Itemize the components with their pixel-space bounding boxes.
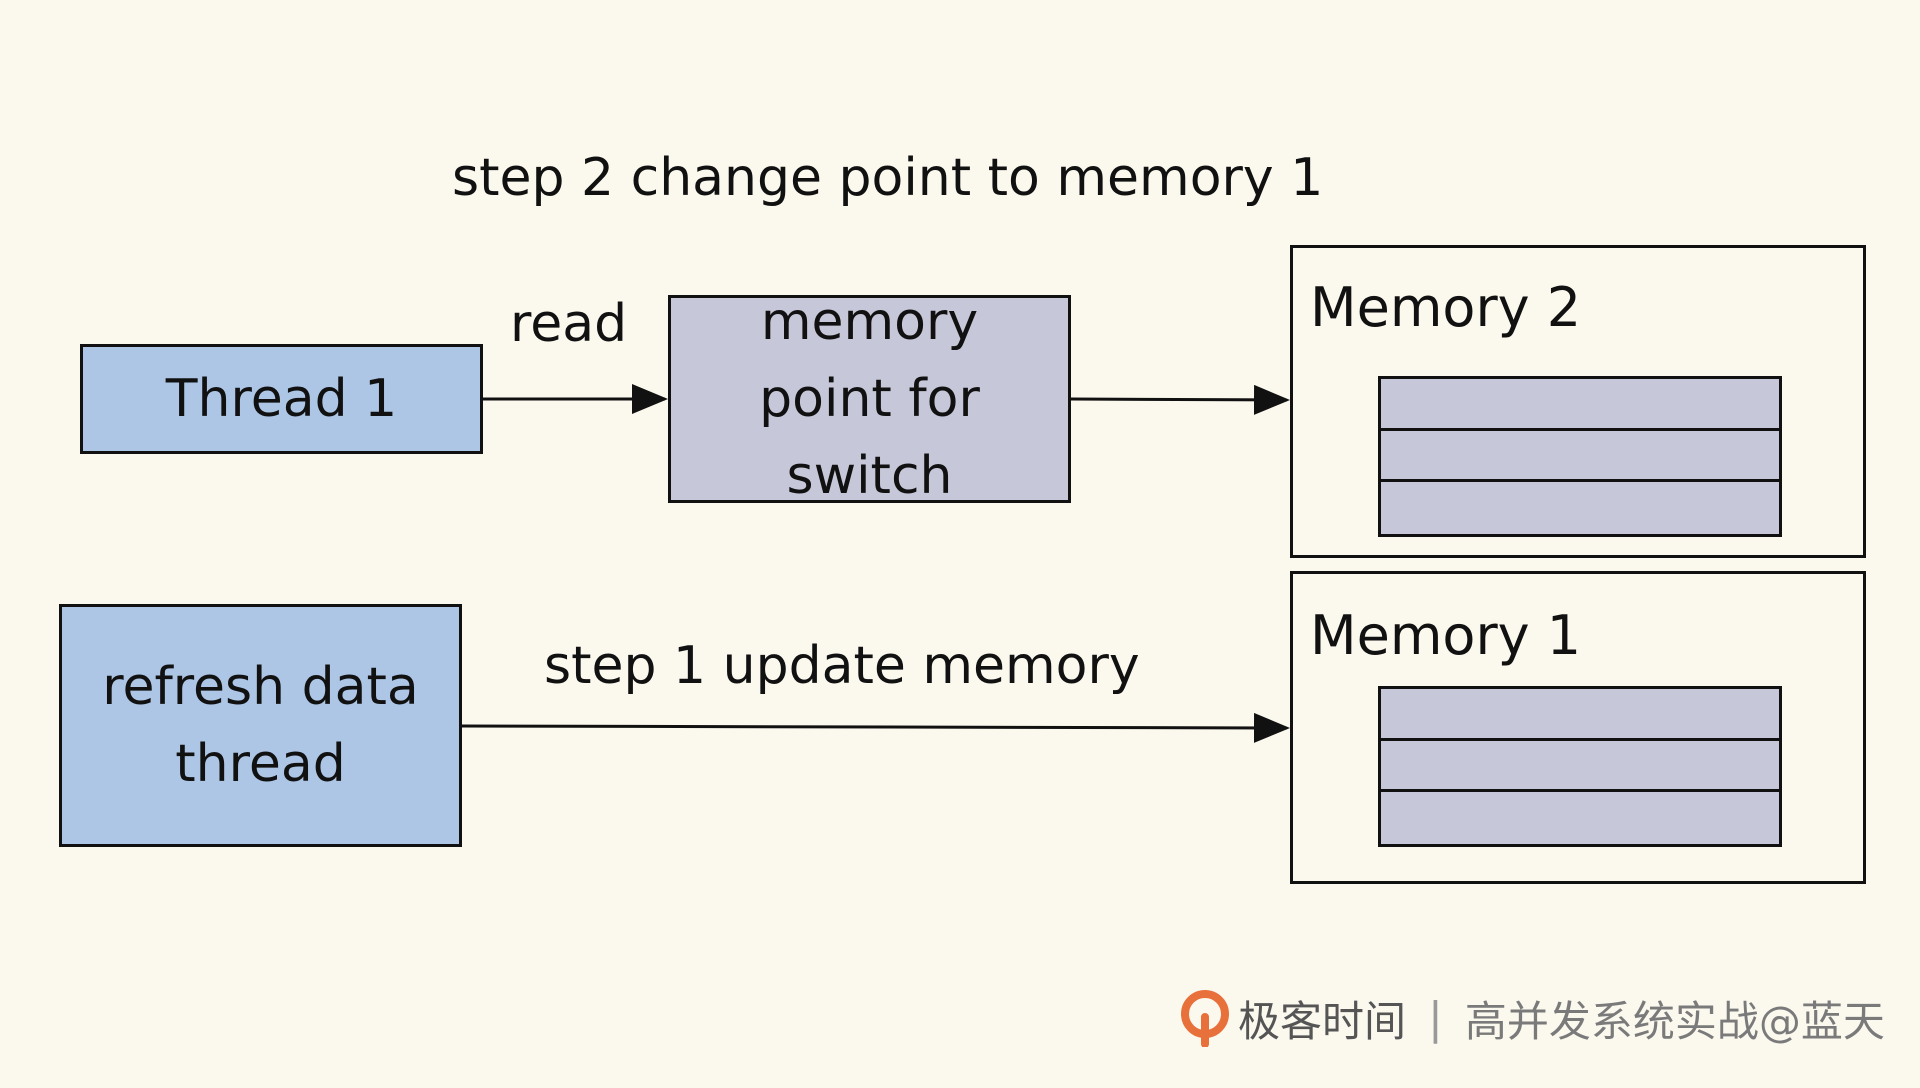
arrow-pointer-to-memory2	[1070, 384, 1290, 415]
memory1-title: Memory 1	[1310, 604, 1582, 667]
refresh-label-line1: refresh data	[102, 656, 419, 717]
memory1-row	[1381, 741, 1779, 793]
refresh-label-line2: thread	[175, 733, 346, 794]
watermark-course: 高并发系统实战@蓝天	[1464, 996, 1885, 1046]
arrow-refresh-to-memory1	[461, 712, 1290, 743]
memory2-row	[1381, 482, 1779, 534]
step1-label: step 1 update memory	[544, 636, 1140, 696]
memory2-row	[1381, 431, 1779, 483]
memory1-container: Memory 1	[1290, 571, 1866, 884]
geektime-logo-icon	[1181, 990, 1229, 1047]
thread1-label: Thread 1	[165, 369, 398, 429]
memory2-container: Memory 2	[1290, 245, 1866, 558]
memory2-row	[1381, 379, 1779, 431]
watermark: 极客时间 | 高并发系统实战@蓝天	[1180, 988, 1885, 1048]
memory-pointer-box: memory point for switch	[668, 292, 1071, 506]
pointer-label-line1: memory	[760, 291, 979, 352]
memory1-row	[1381, 792, 1779, 844]
watermark-brand: 极客时间	[1238, 996, 1407, 1046]
thread1-box: Thread 1	[80, 344, 483, 454]
memory1-table	[1378, 686, 1782, 847]
pointer-label-line2: point for	[759, 368, 980, 429]
watermark-separator: |	[1428, 992, 1443, 1044]
memory1-row	[1381, 689, 1779, 741]
step2-label: step 2 change point to memory 1	[452, 148, 1324, 208]
read-label: read	[510, 294, 628, 354]
refresh-thread-box: refresh data thread	[59, 604, 462, 847]
memory2-table	[1378, 376, 1782, 537]
memory2-title: Memory 2	[1310, 276, 1582, 339]
pointer-label-line3: switch	[786, 445, 953, 506]
